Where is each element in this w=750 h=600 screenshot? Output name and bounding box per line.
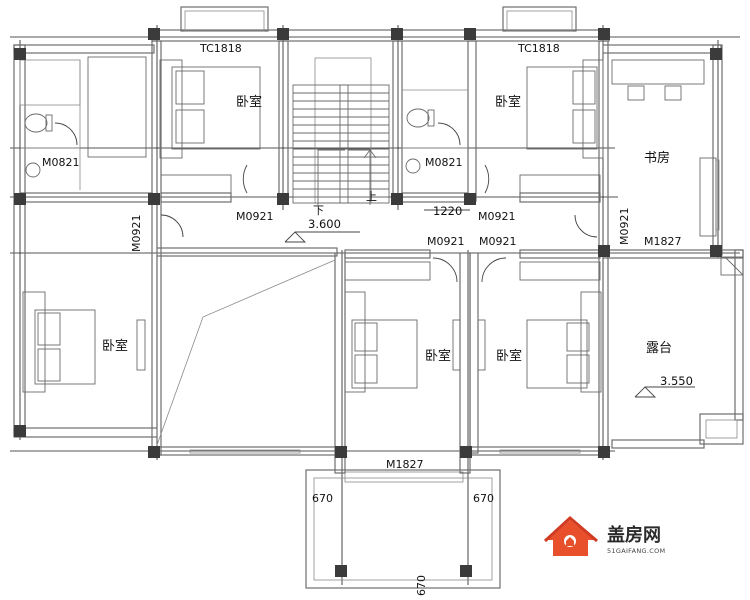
room-label-terrace: 露台 xyxy=(646,341,672,356)
logo: 盖房网 51GAIFANG.COM xyxy=(543,515,665,556)
stair-up-mark: 上 xyxy=(366,190,377,203)
room-label-bedroom-top-right: 卧室 xyxy=(495,94,521,110)
code-door-bath-mid: M0821 xyxy=(425,156,463,169)
stair-down-mark: 下 xyxy=(313,204,324,217)
columns xyxy=(14,28,722,577)
bay-dim-right: 670 xyxy=(473,492,494,505)
house-logo-icon xyxy=(543,515,598,556)
elevation-stair: 3.600 xyxy=(308,217,341,231)
elevation-terrace: 3.550 xyxy=(660,374,693,388)
code-door-study-vertical: M0921 xyxy=(618,208,631,246)
code-window-top-right: TC1818 xyxy=(517,42,560,55)
room-label-bedroom-top-left: 卧室 xyxy=(236,94,262,110)
staircase xyxy=(292,57,390,205)
code-door-terrace: M1827 xyxy=(644,235,682,248)
code-door-bath-left: M0821 xyxy=(42,156,80,169)
room-label-bedroom-mid-right: 卧室 xyxy=(496,348,522,364)
code-door-bottom: M1827 xyxy=(386,458,424,471)
logo-name: 盖房网 xyxy=(607,524,661,546)
room-label-study: 书房 xyxy=(644,150,670,166)
code-door-bedroom-mid-left: M0921 xyxy=(427,235,465,248)
code-door-bedroom-top-right: M0921 xyxy=(478,210,516,223)
bay-dim-bottom: 670 xyxy=(415,575,428,596)
furniture xyxy=(22,59,744,393)
room-label-bedroom-mid-left: 卧室 xyxy=(425,348,451,364)
room-label-bedroom-left: 卧室 xyxy=(102,338,128,354)
corridor-width: 1220 xyxy=(433,204,462,218)
doors xyxy=(54,122,598,283)
code-window-top-left: TC1818 xyxy=(199,42,242,55)
code-door-bedroom-top-left: M0921 xyxy=(236,210,274,223)
code-door-left-vertical: M0921 xyxy=(130,215,143,253)
bay-dim-left: 670 xyxy=(312,492,333,505)
code-door-bedroom-mid-right: M0921 xyxy=(479,235,517,248)
elevation-markers xyxy=(284,209,695,398)
walls xyxy=(13,6,744,589)
logo-url: 51GAIFANG.COM xyxy=(607,547,665,555)
